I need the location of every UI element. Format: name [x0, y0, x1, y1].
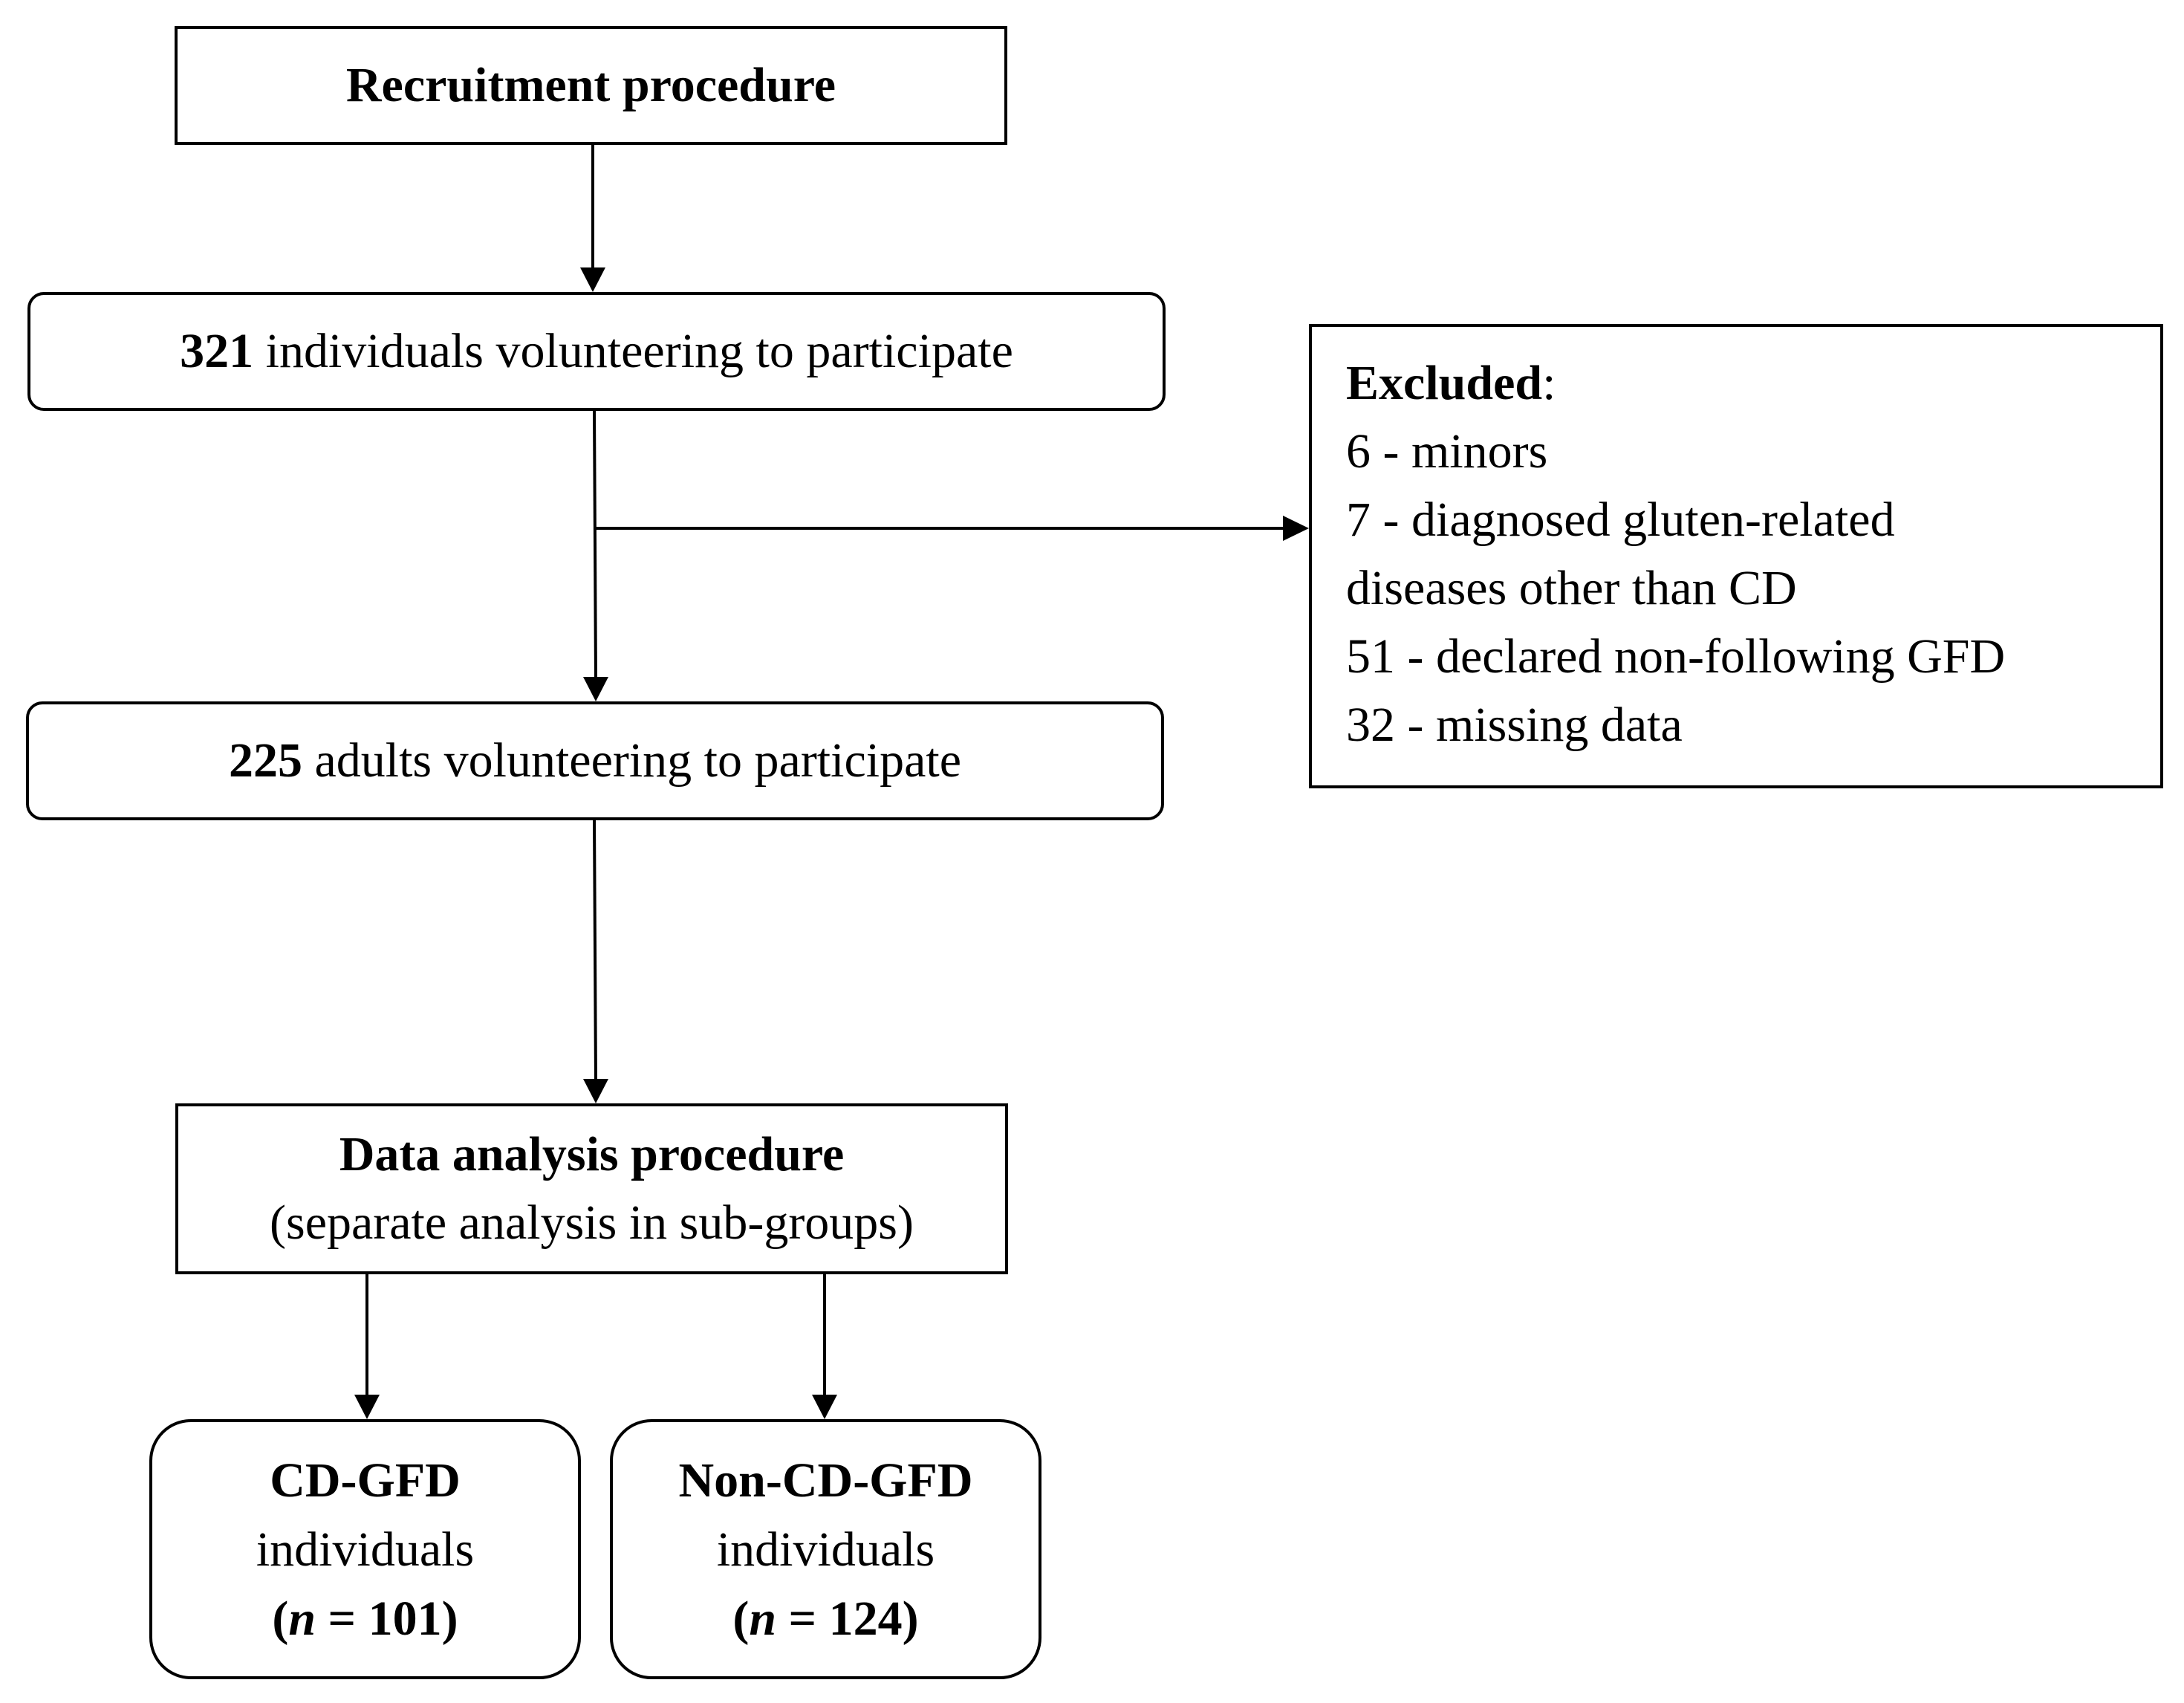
group-label: individuals: [256, 1522, 475, 1577]
adults-count: 225: [228, 733, 302, 788]
n-value: = 101: [316, 1591, 442, 1646]
recruitment-title: Recruitment procedure: [345, 58, 836, 112]
group-label: individuals: [716, 1522, 935, 1577]
cd-gfd-group-box: CD-GFD individuals (n = 101): [149, 1419, 581, 1679]
arrowhead: [580, 267, 605, 292]
n-symbol: n: [288, 1591, 316, 1646]
analysis-subtitle: (separate analysis in sub-groups): [270, 1196, 914, 1250]
n-symbol: n: [749, 1591, 777, 1646]
non-cd-gfd-group-box: Non-CD-GFD individuals (n = 124): [610, 1419, 1041, 1679]
n-value: = 124: [776, 1591, 903, 1646]
group-name: CD-GFD: [270, 1453, 461, 1508]
volunteers-text: 321 individuals volunteering to particip…: [180, 317, 1013, 386]
arrow-adults-to-analysis: [593, 820, 597, 1081]
excluded-item: 32 - missing data: [1346, 698, 1683, 752]
analysis-title: Data analysis procedure: [339, 1127, 845, 1181]
paren-open: (: [272, 1591, 289, 1646]
arrowhead: [1283, 516, 1309, 541]
volunteers-count: 321: [180, 324, 254, 378]
arrowhead: [812, 1395, 837, 1419]
excluded-heading-line: Excluded:: [1346, 349, 1556, 418]
arrowhead: [583, 677, 608, 701]
arrowhead: [583, 1079, 608, 1103]
excluded-heading: Excluded: [1346, 356, 1543, 410]
paren-close: ): [902, 1591, 919, 1646]
volunteers-label: individuals volunteering to participate: [253, 324, 1013, 378]
paren-close: ): [441, 1591, 458, 1646]
group-count: (n = 124): [732, 1584, 918, 1653]
recruitment-procedure-box: Recruitment procedure: [175, 26, 1007, 145]
arrow-volunteers-to-adults: [593, 410, 597, 679]
excluded-colon: :: [1542, 356, 1556, 410]
excluded-box: Excluded: 6 - minors 7 - diagnosed glute…: [1309, 324, 2163, 788]
group-name: Non-CD-GFD: [678, 1453, 973, 1508]
excluded-item: 51 - declared non-following GFD: [1346, 629, 2006, 684]
paren-open: (: [732, 1591, 750, 1646]
excluded-item: diseases other than CD: [1346, 561, 1797, 615]
group-count: (n = 101): [272, 1584, 458, 1653]
excluded-item: 7 - diagnosed gluten-related: [1346, 493, 1895, 547]
adults-box: 225 adults volunteering to participate: [26, 701, 1164, 820]
adults-label: adults volunteering to participate: [302, 733, 962, 788]
data-analysis-box: Data analysis procedure (separate analys…: [175, 1103, 1008, 1274]
adults-text: 225 adults volunteering to participate: [229, 727, 961, 795]
excluded-item: 6 - minors: [1346, 424, 1548, 479]
arrowhead: [354, 1395, 380, 1419]
volunteers-box: 321 individuals volunteering to particip…: [27, 292, 1166, 411]
